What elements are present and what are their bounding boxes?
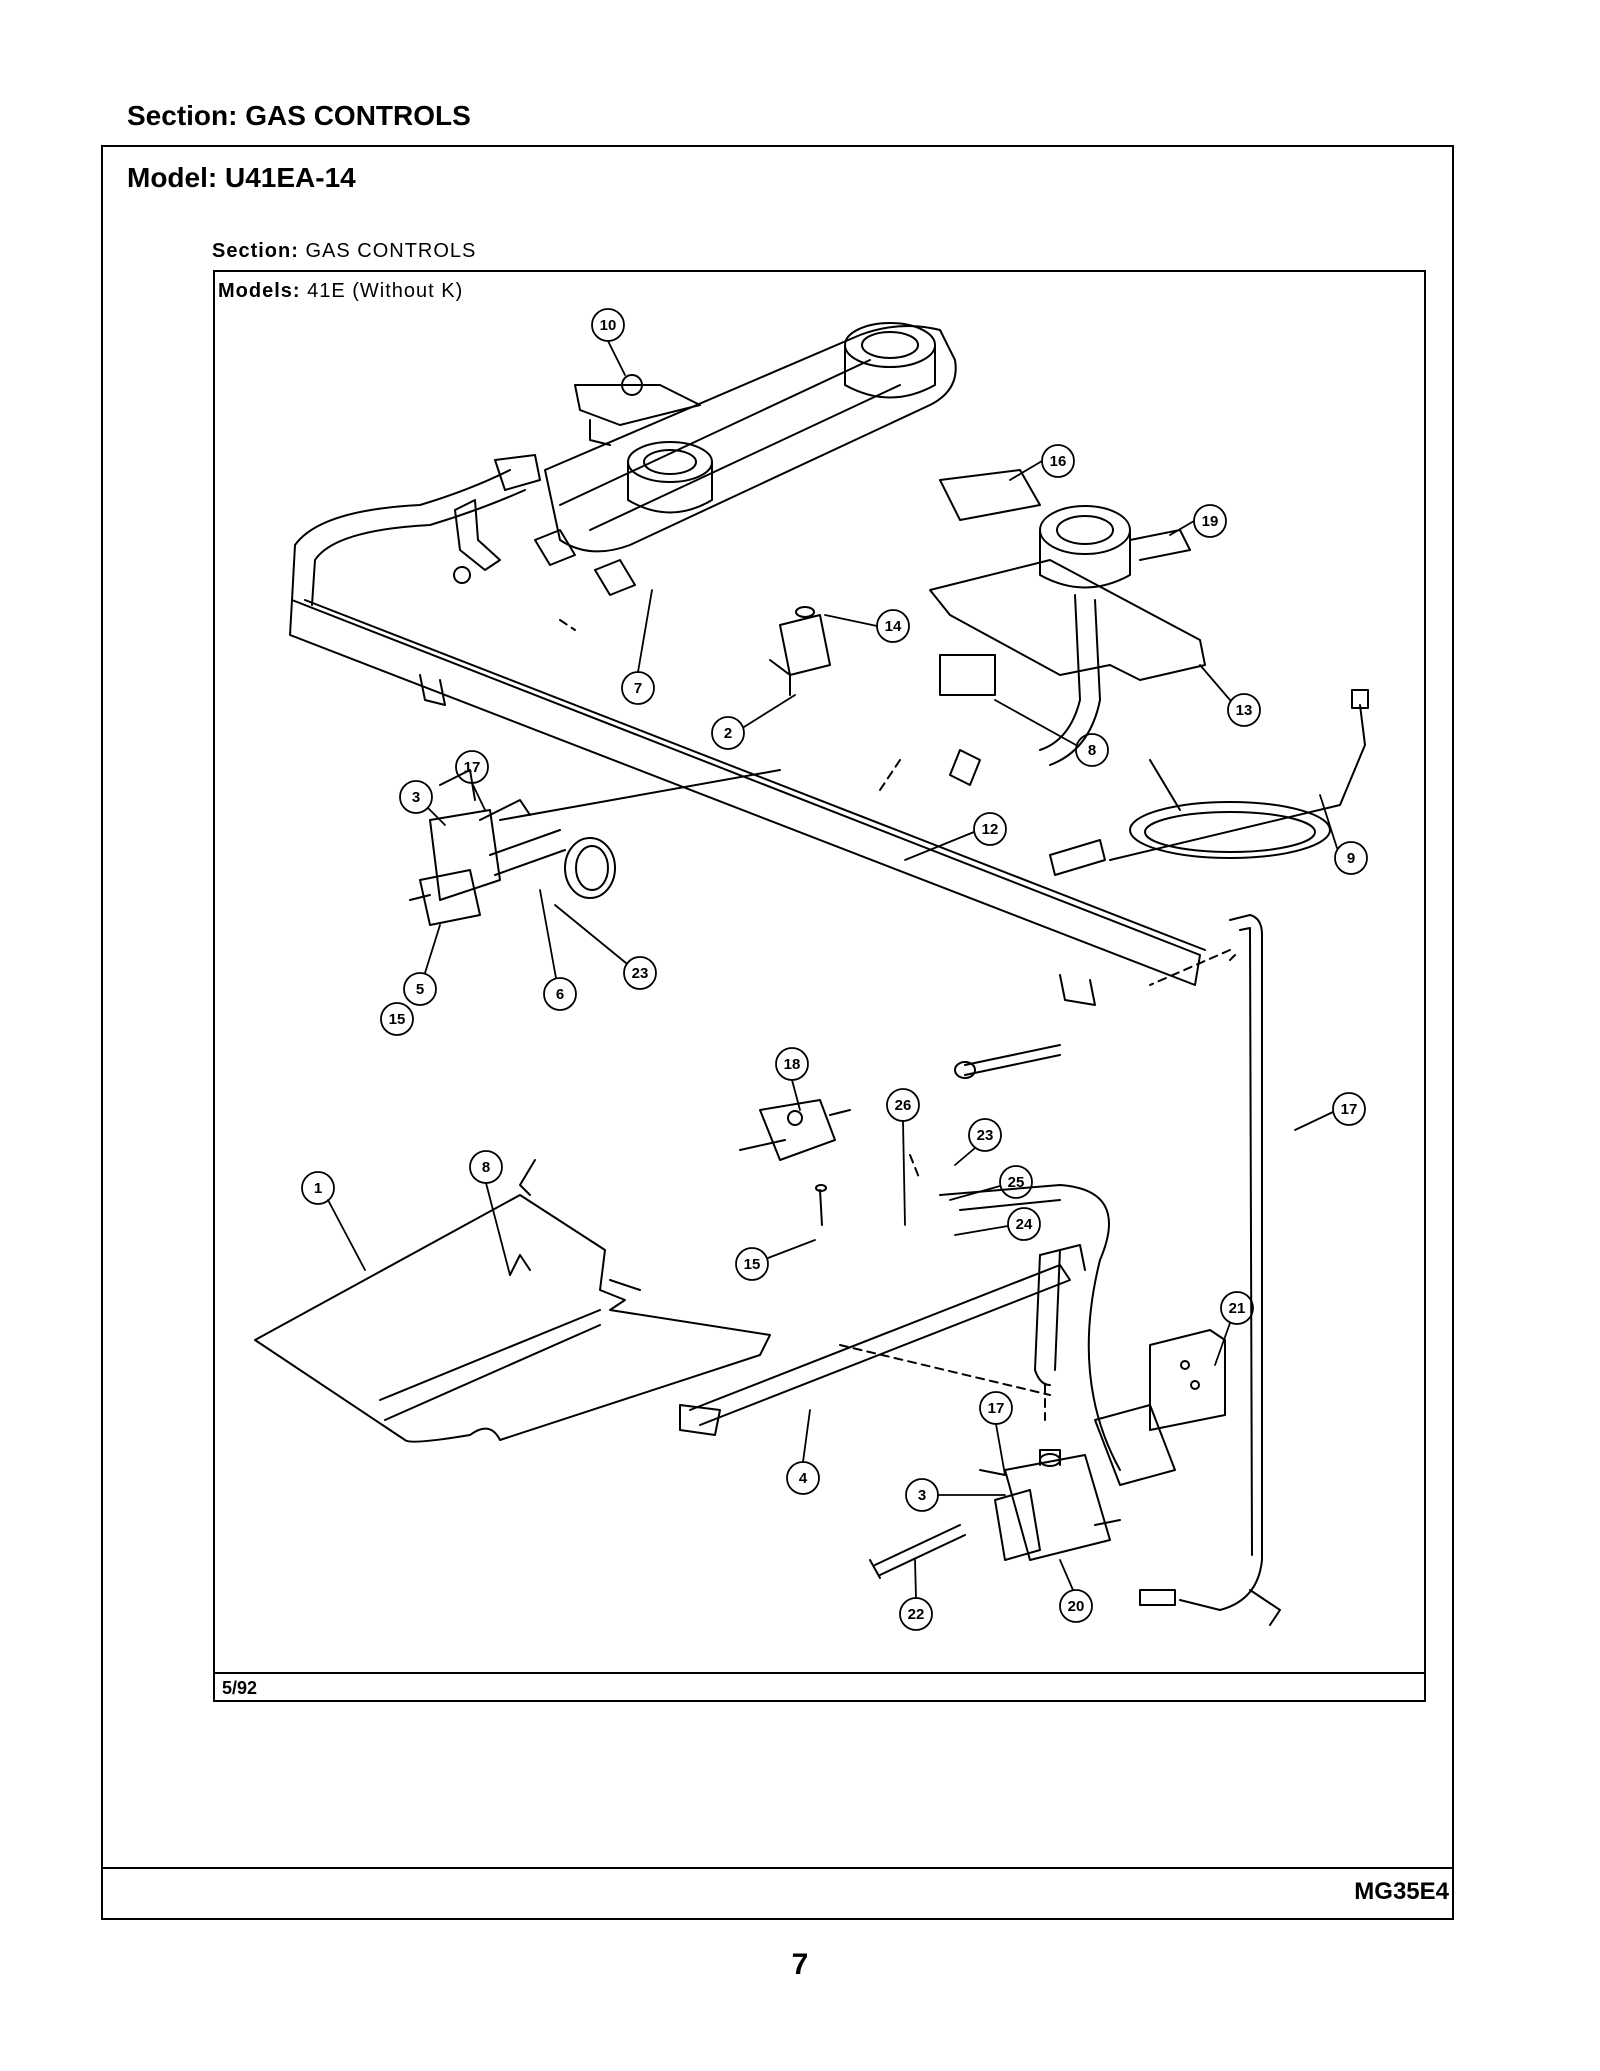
document-code: MG35E4	[1354, 1878, 1449, 1905]
svg-text:2: 2	[724, 725, 732, 742]
top-burner-assembly	[534, 322, 957, 596]
svg-text:15: 15	[744, 1256, 761, 1273]
inner-section-value: GAS CONTROLS	[305, 240, 477, 262]
callout-10: 10	[591, 308, 626, 376]
inner-date: 5/92	[222, 1678, 258, 1698]
callout-9: 9	[1319, 794, 1368, 875]
model-heading: Model: U41EA-14	[127, 162, 356, 193]
section-heading: Section: GAS CONTROLS	[127, 100, 471, 131]
svg-text:17: 17	[988, 1400, 1005, 1417]
svg-text:17: 17	[1341, 1101, 1358, 1118]
svg-text:9: 9	[1347, 850, 1355, 867]
callout-13: 13	[1199, 664, 1261, 727]
inner-section-heading: Section: GAS CONTROLS	[212, 240, 476, 263]
pilot-tube-right	[1139, 914, 1281, 1626]
leader-dash-lines	[559, 619, 1236, 1421]
thermocouple	[1049, 689, 1369, 876]
callout-23-left: 23	[554, 904, 657, 990]
inner-models-key: Models:	[218, 280, 301, 302]
callout-15-middle: 15	[735, 1239, 816, 1281]
callout-15-left: 15	[380, 1002, 414, 1036]
svg-text:12: 12	[982, 821, 999, 838]
oven-valve-assembly	[869, 1449, 1121, 1579]
callout-8-top: 8	[994, 699, 1109, 767]
svg-text:26: 26	[895, 1097, 912, 1114]
svg-text:3: 3	[412, 789, 420, 806]
middle-valve	[739, 1044, 1061, 1226]
callouts: 10 16 19 14 7 13 2 8 12 17 3 9 23 5 6 15…	[301, 308, 1368, 1631]
callout-14: 14	[824, 609, 910, 643]
callout-20: 20	[1059, 1559, 1093, 1623]
svg-text:24: 24	[1016, 1216, 1033, 1233]
svg-text:21: 21	[1229, 1300, 1246, 1317]
svg-text:14: 14	[885, 618, 902, 635]
callout-25: 25	[949, 1165, 1033, 1201]
callout-21: 21	[1214, 1291, 1254, 1366]
callout-3-left: 3	[399, 780, 446, 826]
svg-text:13: 13	[1236, 702, 1253, 719]
spreader-plate	[254, 1159, 771, 1443]
inner-date-divider	[213, 1672, 1426, 1674]
svg-text:18: 18	[784, 1056, 801, 1073]
rear-burner-bracket	[929, 469, 1206, 786]
svg-text:3: 3	[918, 1487, 926, 1504]
footer-divider	[101, 1867, 1454, 1869]
svg-text:23: 23	[977, 1127, 994, 1144]
svg-text:8: 8	[1088, 742, 1096, 759]
callout-19: 19	[1169, 504, 1227, 538]
svg-text:23: 23	[632, 965, 649, 982]
callout-2: 2	[711, 694, 796, 750]
callout-23-right: 23	[954, 1118, 1002, 1166]
callout-17-left: 17	[455, 750, 489, 811]
callout-17-bottom: 17	[979, 1391, 1013, 1476]
inner-models-heading: Models: 41E (Without K)	[218, 280, 463, 303]
page-number: 7	[791, 1948, 809, 1981]
callout-8-bottom: 8	[469, 1150, 511, 1276]
svg-text:19: 19	[1202, 513, 1219, 530]
callout-17-right: 17	[1294, 1092, 1366, 1131]
callout-5: 5	[403, 924, 441, 1006]
callout-3-bottom: 3	[905, 1478, 1006, 1512]
svg-text:8: 8	[482, 1159, 490, 1176]
callout-4: 4	[786, 1409, 820, 1495]
svg-text:17: 17	[464, 759, 481, 776]
callout-16: 16	[1009, 444, 1075, 481]
inner-section-key: Section:	[212, 240, 299, 262]
svg-text:25: 25	[1008, 1174, 1025, 1191]
callout-1: 1	[301, 1171, 366, 1271]
inner-models-value: 41E (Without K)	[307, 280, 464, 302]
flexible-tube	[939, 1184, 1121, 1471]
callout-6: 6	[539, 889, 577, 1011]
callout-26: 26	[886, 1088, 920, 1226]
svg-text:5: 5	[416, 981, 424, 998]
callout-18: 18	[775, 1047, 809, 1111]
callout-7: 7	[621, 589, 655, 705]
svg-text:16: 16	[1050, 453, 1067, 470]
svg-text:6: 6	[556, 986, 564, 1003]
svg-text:15: 15	[389, 1011, 406, 1028]
callout-12: 12	[904, 812, 1007, 861]
mounting-bracket	[1094, 1329, 1226, 1486]
svg-text:22: 22	[908, 1606, 925, 1623]
left-valve-assembly	[409, 769, 781, 926]
inner-diagram-frame	[213, 270, 1426, 1702]
outer-frame	[101, 145, 1454, 1920]
svg-text:7: 7	[634, 680, 642, 697]
callout-22: 22	[899, 1559, 933, 1631]
svg-text:4: 4	[799, 1470, 808, 1487]
manifold-tube	[291, 454, 541, 606]
svg-text:20: 20	[1068, 1598, 1085, 1615]
svg-text:1: 1	[314, 1180, 322, 1197]
svg-text:10: 10	[600, 317, 617, 334]
small-bracket	[769, 606, 831, 696]
callout-24: 24	[954, 1207, 1041, 1241]
manifold-bar	[289, 599, 1206, 1006]
oven-burner-pipe	[679, 1244, 1086, 1436]
